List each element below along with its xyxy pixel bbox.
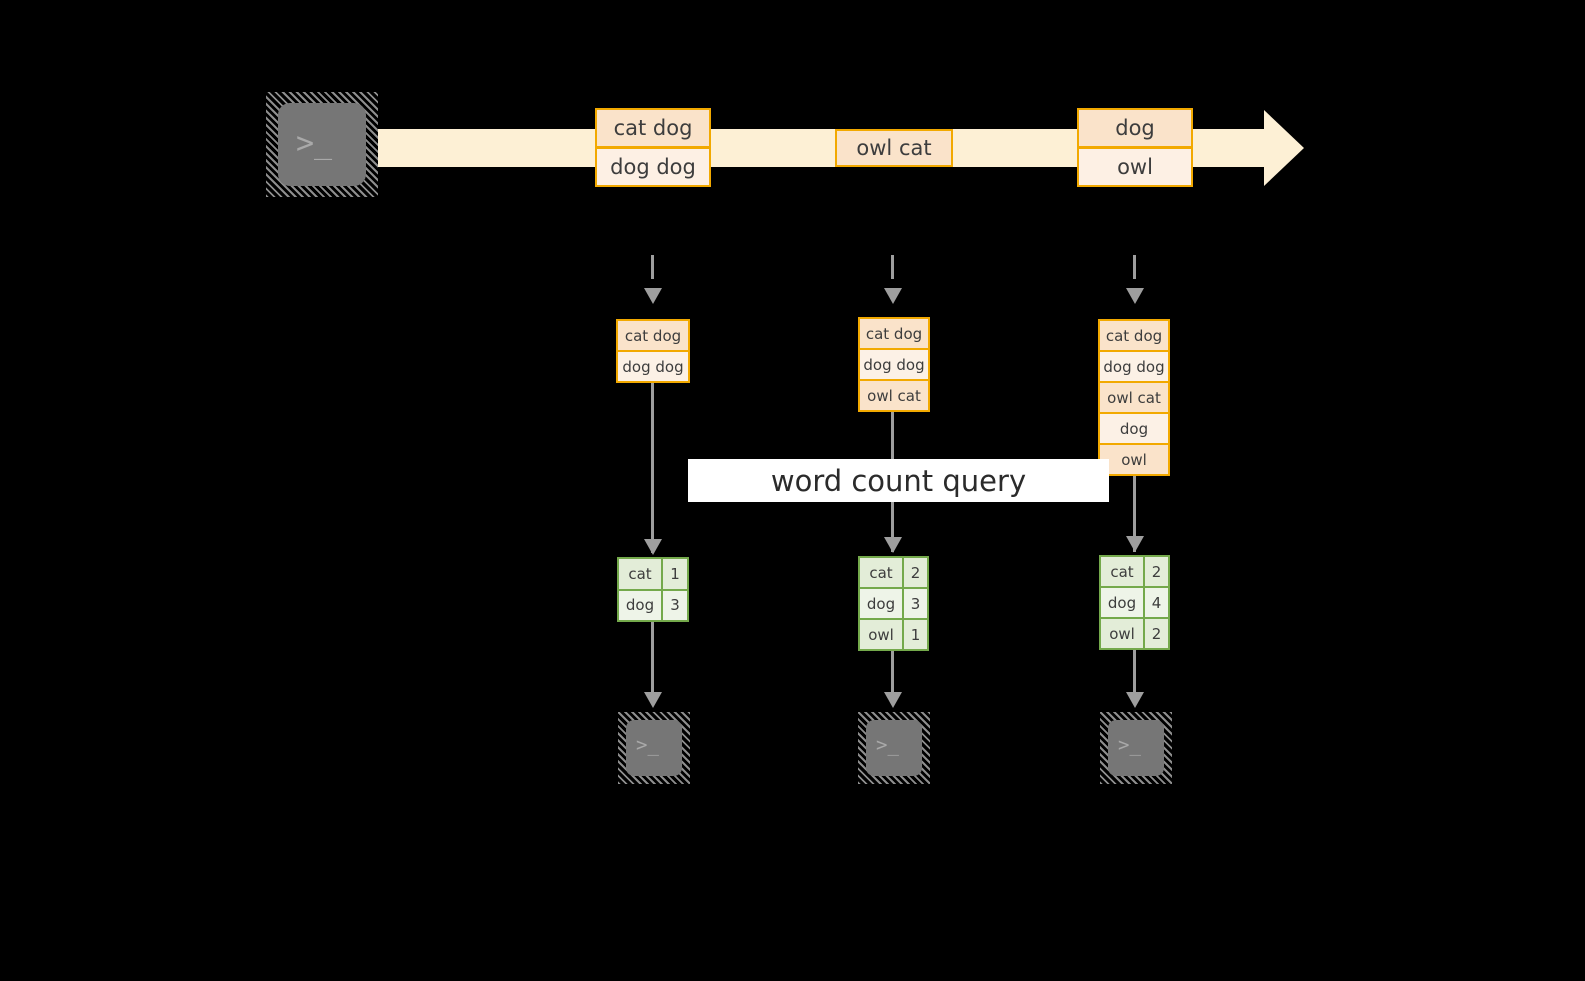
snapshot-input-row: cat dog: [1100, 321, 1168, 352]
stream-event-box[interactable]: cat dog: [595, 108, 711, 148]
stream-event-box[interactable]: owl: [1077, 147, 1193, 187]
snapshot-input-row: dog dog: [618, 352, 688, 381]
sink-connector-arrowhead: [644, 692, 662, 708]
terminal-prompt-glyph: >_: [876, 734, 899, 756]
query-connector: [1133, 476, 1136, 552]
snapshot-trigger-connector: [651, 255, 654, 295]
terminal-screen: [278, 103, 366, 186]
sink-terminal-icon[interactable]: >_: [858, 712, 930, 784]
word-cell: owl: [1101, 619, 1145, 648]
snapshot-input-row: dog: [1100, 414, 1168, 445]
query-label: word count query: [688, 459, 1109, 502]
table-row: owl 2: [1101, 619, 1168, 648]
snapshot-input-row: cat dog: [618, 321, 688, 352]
terminal-screen: [866, 720, 922, 776]
terminal-prompt-glyph: >_: [1118, 734, 1141, 756]
word-cell: dog: [860, 589, 904, 618]
table-row: dog 3: [619, 590, 687, 620]
word-count-result-table[interactable]: cat 1 dog 3: [617, 557, 689, 622]
stream-arrow-head: [1264, 110, 1304, 186]
sink-connector: [891, 651, 894, 694]
snapshot-trigger-arrowhead: [884, 288, 902, 304]
count-cell: 2: [1145, 619, 1168, 648]
sink-terminal-icon[interactable]: >_: [1100, 712, 1172, 784]
source-terminal-icon[interactable]: >_: [266, 92, 378, 197]
snapshot-input-row: dog dog: [1100, 352, 1168, 383]
stream-event-box[interactable]: dog: [1077, 108, 1193, 148]
query-connector-arrowhead: [644, 539, 662, 555]
word-cell: cat: [619, 559, 663, 589]
sink-connector-arrowhead: [1126, 692, 1144, 708]
snapshot-input-row: cat dog: [860, 319, 928, 350]
word-cell: cat: [1101, 557, 1145, 586]
terminal-screen: [1108, 720, 1164, 776]
snapshot-trigger-arrowhead: [1126, 288, 1144, 304]
snapshot-trigger-arrowhead: [644, 288, 662, 304]
snapshot-input-stack[interactable]: cat dog dog dog: [616, 319, 690, 383]
count-cell: 3: [663, 590, 687, 620]
count-cell: 1: [663, 559, 687, 589]
snapshot-input-stack[interactable]: cat dog dog dog owl cat dog owl: [1098, 319, 1170, 476]
snapshot-input-row: dog dog: [860, 350, 928, 381]
terminal-screen: [626, 720, 682, 776]
table-row: owl 1: [860, 620, 927, 649]
sink-connector-arrowhead: [884, 692, 902, 708]
stream-event-box[interactable]: dog dog: [595, 147, 711, 187]
count-cell: 3: [904, 589, 927, 618]
count-cell: 4: [1145, 588, 1168, 617]
snapshot-input-row: owl: [1100, 445, 1168, 474]
count-cell: 2: [904, 558, 927, 587]
snapshot-input-row: owl cat: [1100, 383, 1168, 414]
count-cell: 2: [1145, 557, 1168, 586]
query-connector: [651, 383, 654, 553]
table-row: dog 4: [1101, 588, 1168, 619]
sink-connector: [651, 622, 654, 694]
query-connector-arrowhead: [1126, 536, 1144, 552]
table-row: cat 2: [860, 558, 927, 589]
table-row: dog 3: [860, 589, 927, 620]
sink-connector: [1133, 650, 1136, 694]
sink-terminal-icon[interactable]: >_: [618, 712, 690, 784]
snapshot-input-stack[interactable]: cat dog dog dog owl cat: [858, 317, 930, 412]
terminal-prompt-glyph: >_: [296, 126, 333, 161]
word-cell: dog: [1101, 588, 1145, 617]
table-row: cat 1: [619, 559, 687, 591]
snapshot-trigger-connector: [891, 255, 894, 295]
count-cell: 1: [904, 620, 927, 649]
word-cell: dog: [619, 590, 663, 620]
terminal-prompt-glyph: >_: [636, 734, 659, 756]
table-row: cat 2: [1101, 557, 1168, 588]
word-cell: cat: [860, 558, 904, 587]
word-count-result-table[interactable]: cat 2 dog 3 owl 1: [858, 556, 929, 651]
query-connector-arrowhead: [884, 537, 902, 553]
word-count-result-table[interactable]: cat 2 dog 4 owl 2: [1099, 555, 1170, 650]
snapshot-input-row: owl cat: [860, 381, 928, 410]
word-cell: owl: [860, 620, 904, 649]
stream-event-box[interactable]: owl cat: [835, 129, 953, 167]
snapshot-trigger-connector: [1133, 255, 1136, 295]
